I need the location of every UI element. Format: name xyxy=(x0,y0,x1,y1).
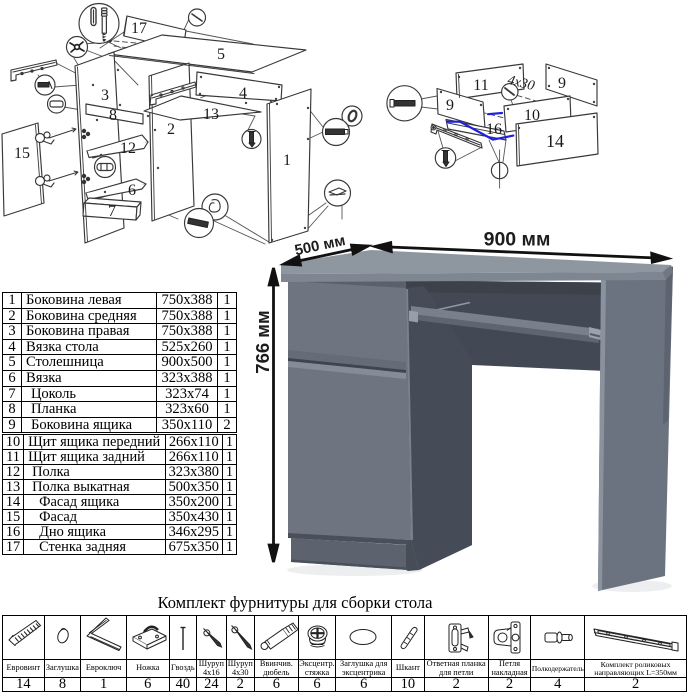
svg-text:11: 11 xyxy=(473,77,488,94)
svg-text:10: 10 xyxy=(524,107,540,124)
svg-text:13: 13 xyxy=(203,106,219,123)
svg-text:12: 12 xyxy=(120,140,136,157)
svg-text:900 мм: 900 мм xyxy=(484,229,551,251)
svg-text:9: 9 xyxy=(558,75,566,92)
svg-text:9: 9 xyxy=(446,97,454,114)
svg-text:7: 7 xyxy=(108,203,116,220)
svg-text:1: 1 xyxy=(283,152,291,169)
svg-text:5: 5 xyxy=(217,46,225,63)
svg-text:3: 3 xyxy=(101,87,109,104)
svg-text:4х30: 4х30 xyxy=(506,73,536,94)
svg-text:8: 8 xyxy=(109,107,117,124)
svg-text:15: 15 xyxy=(14,145,30,162)
svg-text:4: 4 xyxy=(239,85,247,102)
svg-text:2: 2 xyxy=(167,121,175,138)
svg-text:16: 16 xyxy=(486,121,502,138)
svg-text:766 мм: 766 мм xyxy=(252,310,273,373)
svg-text:17: 17 xyxy=(131,20,147,37)
svg-text:6: 6 xyxy=(128,182,136,199)
svg-text:14: 14 xyxy=(546,131,564,151)
